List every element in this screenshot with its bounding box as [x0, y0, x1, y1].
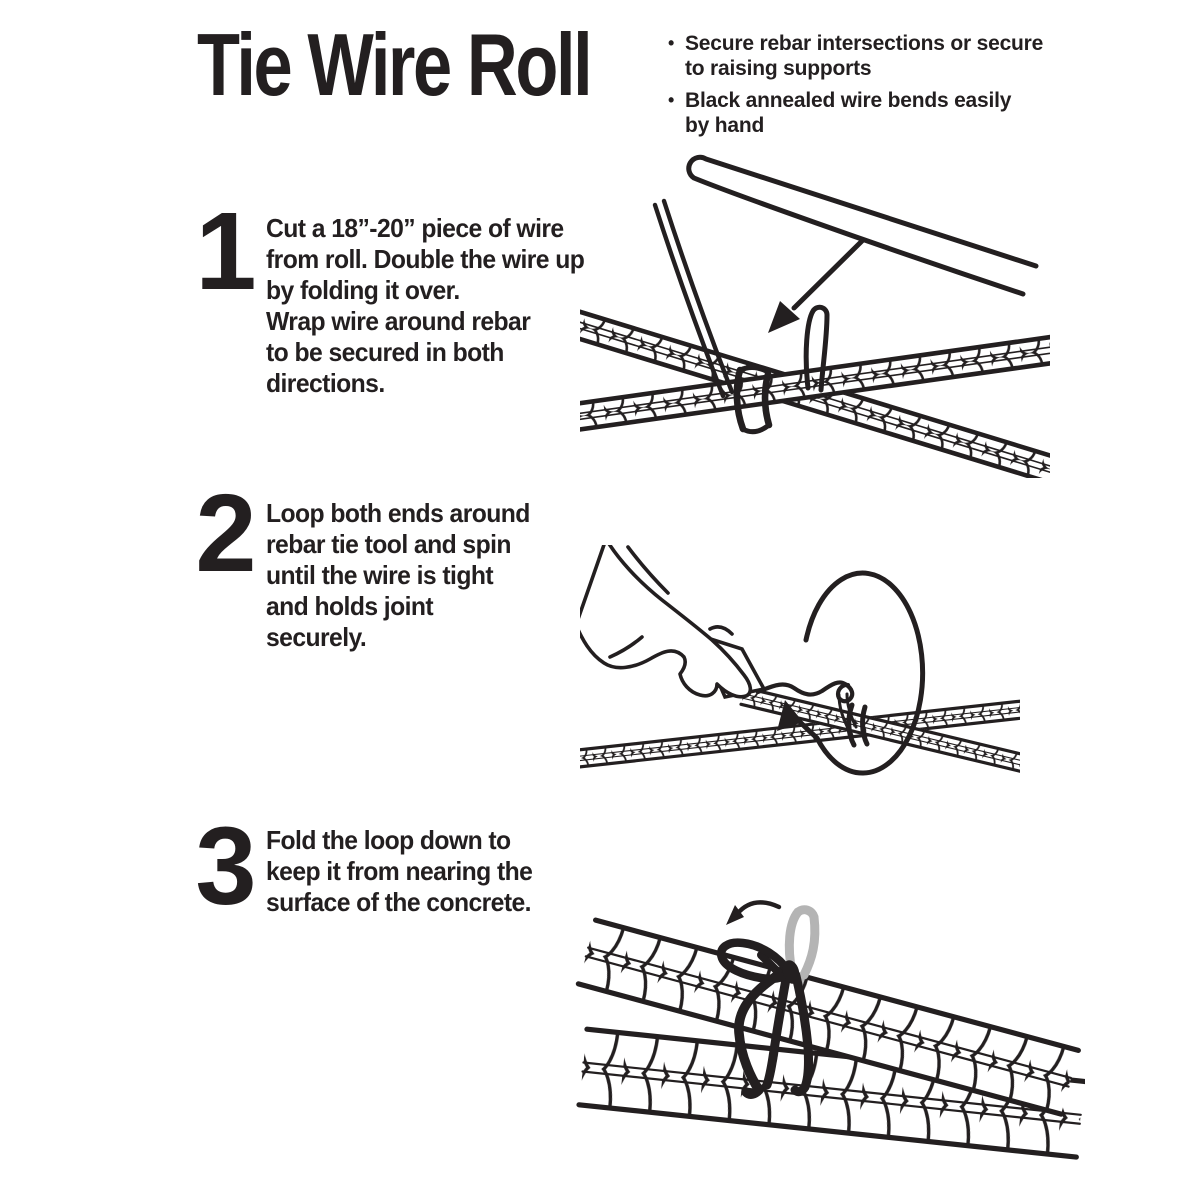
feature-bullet-list: • Secure rebar intersections or secure t… — [668, 31, 1068, 138]
wire-knot — [782, 960, 800, 984]
page-title: Tie Wire Roll — [197, 15, 593, 114]
tie-wire — [837, 692, 870, 748]
folded-loop — [716, 938, 793, 984]
wire-loop — [803, 304, 830, 393]
feature-bullet: • Black annealed wire bends easily by ha… — [668, 88, 1068, 138]
cut-wire-piece — [686, 154, 1039, 297]
step-2-illustration — [580, 545, 1020, 776]
bullet-icon: • — [668, 90, 675, 110]
step-2-text: Loop both ends around rebar tie tool and… — [266, 498, 530, 652]
step-1-number: 1 — [195, 190, 256, 313]
hand — [580, 545, 753, 699]
feature-bullet: • Secure rebar intersections or secure t… — [668, 31, 1068, 81]
fold-arrow-icon — [726, 900, 782, 925]
step-1-illustration — [580, 154, 1050, 478]
bullet-text: Black annealed wire bends easily by hand — [685, 89, 1012, 137]
step-3-text: Fold the loop down to keep it from neari… — [266, 825, 533, 917]
step-3-illustration — [575, 900, 1085, 1160]
step-2-number: 2 — [195, 472, 256, 595]
tie-wire-wrap — [733, 364, 773, 435]
tie-tool-hook — [755, 680, 855, 704]
tie-wire-ends — [652, 198, 735, 399]
step-3-number: 3 — [195, 805, 256, 928]
rebar-rod — [575, 917, 1081, 1117]
arrow-down-icon — [768, 237, 866, 333]
bullet-icon: • — [668, 33, 675, 53]
step-1-text: Cut a 18”-20” piece of wire from roll. D… — [266, 213, 585, 398]
bullet-text: Secure rebar intersections or secure to … — [685, 32, 1044, 80]
spin-arrow-icon — [777, 570, 926, 776]
tie-wire-wrap — [734, 951, 814, 1099]
